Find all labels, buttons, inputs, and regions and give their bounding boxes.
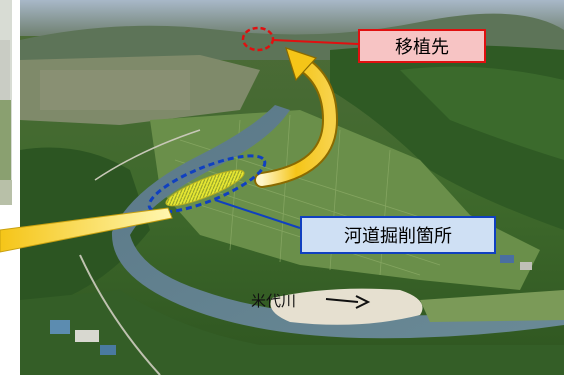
river-excavation-label: 河道掘削箇所 <box>300 216 496 254</box>
river-excavation-text: 河道掘削箇所 <box>344 226 452 247</box>
excavation-area-highlight <box>165 169 245 207</box>
excavation-connector-line <box>214 199 301 229</box>
river-name-text: 米代川 <box>251 291 297 310</box>
excavation-area-outline <box>147 154 267 214</box>
river-pointer-arrow-icon <box>325 295 371 309</box>
destination-connector-line <box>272 39 359 45</box>
left-photo-fragment <box>0 0 12 205</box>
transplant-arrow-icon <box>254 47 339 188</box>
river-name-label: 米代川 <box>251 290 296 310</box>
left-pointer-beam <box>0 207 173 253</box>
transplant-destination-label: 移植先 <box>358 29 486 63</box>
destination-marker-circle <box>241 26 275 52</box>
transplant-destination-text: 移植先 <box>395 37 449 58</box>
